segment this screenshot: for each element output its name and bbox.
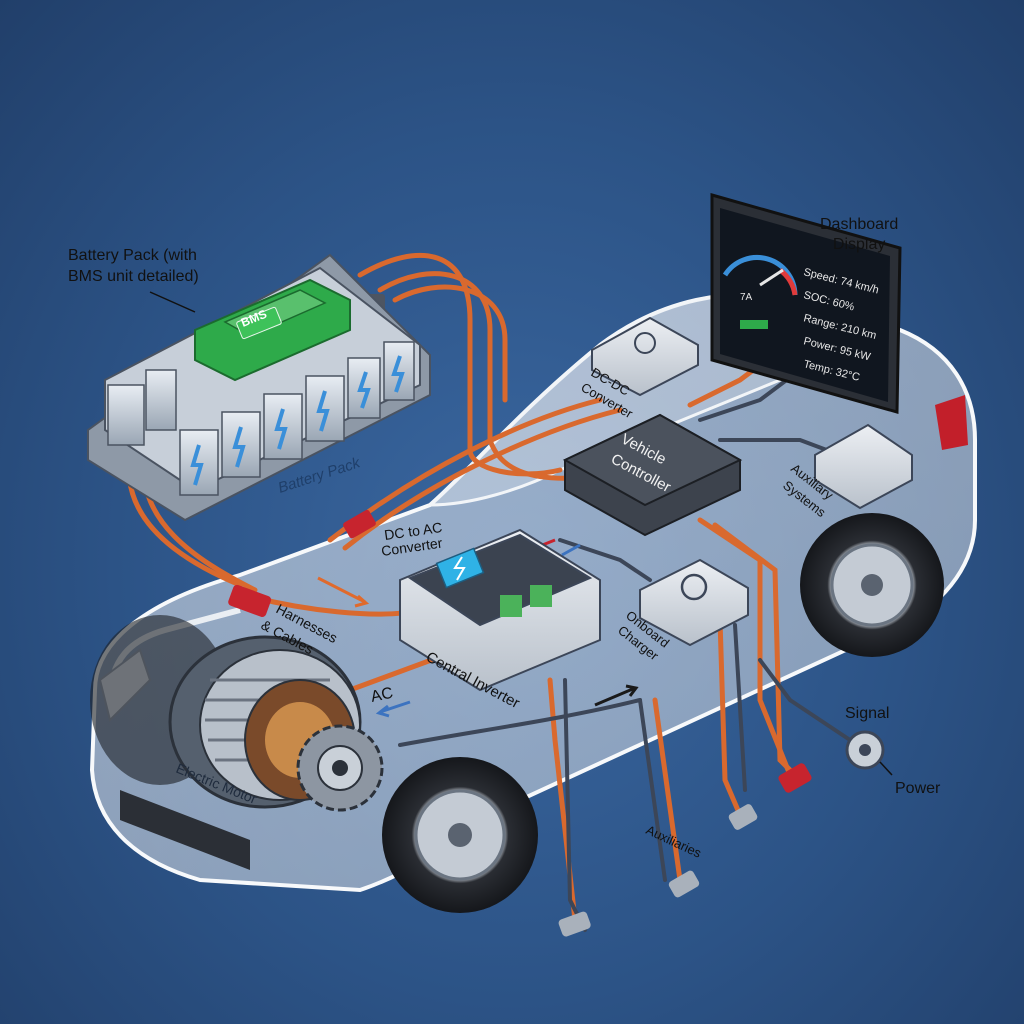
central-inverter	[399, 528, 601, 692]
vehicle-controller	[562, 413, 743, 537]
bms-unit	[194, 278, 351, 382]
dashboard-display-callout: Dashboard Display	[820, 215, 898, 255]
dashboard-display-callout-line-2: Display	[832, 236, 886, 253]
gear-icon	[296, 724, 384, 812]
callout-leader-power	[879, 761, 893, 776]
battery-pack-callout: Battery Pack (with BMS unit detailed)	[68, 245, 199, 287]
onboard-charger	[639, 558, 749, 647]
ac-label: AC	[369, 685, 394, 706]
battery-pack-callout-line-1: Battery Pack (with	[68, 247, 197, 264]
battery-pack-callout-line-2: BMS unit detailed)	[68, 268, 199, 285]
charge-icon	[680, 573, 708, 601]
rear-wheel	[800, 513, 944, 657]
power-plug-icon	[845, 730, 885, 770]
lightning-icon	[634, 332, 656, 354]
battery-pack	[87, 253, 431, 522]
signal-callout: Signal	[845, 705, 890, 722]
gauge-value: 7A	[740, 292, 753, 303]
power-callout: Power	[895, 780, 941, 797]
dashboard-display	[710, 193, 902, 414]
auxiliary-systems	[814, 423, 913, 510]
dashboard-display-callout-line-1: Dashboard	[820, 216, 899, 233]
front-wheel	[382, 757, 538, 913]
callout-leader-battery	[149, 291, 196, 313]
speedometer-icon	[722, 255, 798, 329]
grille	[120, 790, 250, 870]
taillight-icon	[935, 395, 968, 450]
electric-motor	[168, 635, 384, 812]
dcdc-converter	[591, 316, 699, 397]
battery-cells	[107, 341, 415, 496]
